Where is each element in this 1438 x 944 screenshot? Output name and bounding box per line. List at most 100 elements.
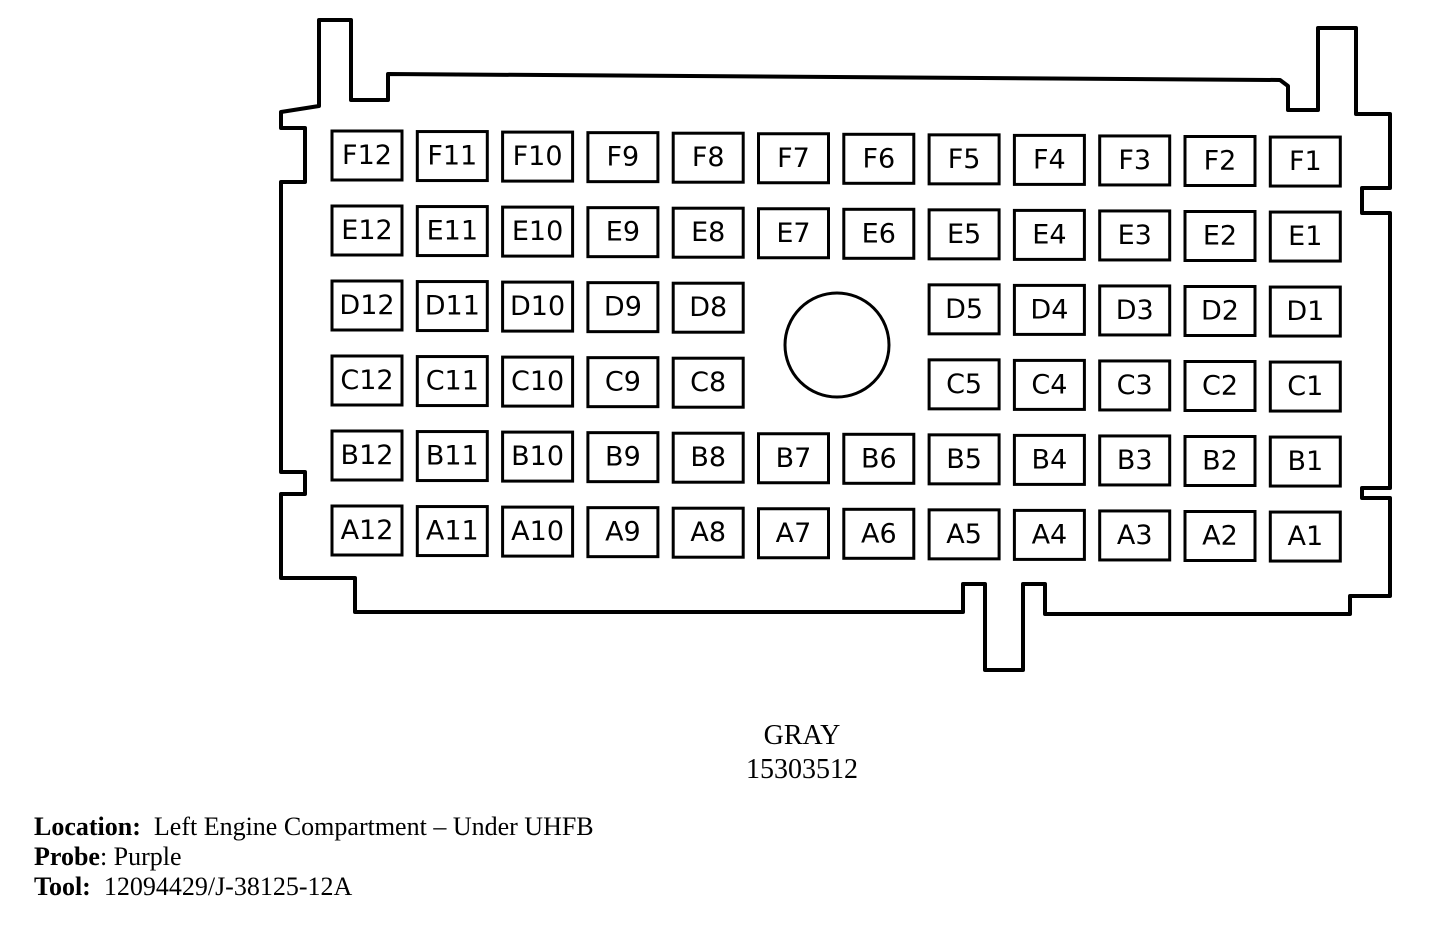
- pin-box: [1012, 208, 1086, 261]
- pin-box: [1183, 135, 1257, 187]
- pin-cavity-b8: B8: [671, 431, 745, 484]
- pin-label: C10: [511, 366, 564, 397]
- pin-cavity-e11: E11: [415, 205, 489, 258]
- pin-cavity-e3: E3: [1098, 209, 1172, 262]
- pin-box: [1183, 360, 1257, 412]
- pin-label: B9: [605, 442, 641, 473]
- pin-label: D12: [339, 290, 394, 321]
- pin-box: [586, 281, 660, 334]
- pin-cavity-b5: B5: [927, 433, 1001, 486]
- pin-label: C11: [426, 366, 479, 397]
- pin-cavity-a9: A9: [586, 506, 660, 559]
- pin-label: E3: [1118, 220, 1152, 251]
- pin-label: E6: [862, 218, 896, 249]
- pin-label: F1: [1289, 146, 1322, 177]
- pin-label: A4: [1032, 519, 1068, 550]
- pin-cavity-f6: F6: [842, 132, 916, 185]
- pin-label: D10: [510, 291, 565, 322]
- pin-label: E1: [1288, 221, 1322, 252]
- pin-cavity-e8: E8: [671, 206, 745, 259]
- pin-label: D2: [1201, 296, 1239, 327]
- pin-label: C9: [605, 367, 641, 398]
- pin-label: B10: [511, 441, 564, 472]
- pin-box: [671, 431, 745, 484]
- pin-box: [586, 506, 660, 559]
- center-hole: [783, 291, 891, 399]
- pin-box: [757, 507, 830, 560]
- pin-label: A7: [776, 518, 812, 549]
- pin-label: E10: [512, 216, 563, 247]
- pin-label: E4: [1032, 219, 1066, 250]
- pin-label: B6: [861, 443, 897, 474]
- pin-label: A12: [341, 515, 394, 546]
- pin-cavity-a12: A12: [330, 504, 404, 557]
- pin-box: [842, 132, 916, 185]
- pin-label: F3: [1118, 145, 1151, 176]
- pin-box: [757, 132, 830, 185]
- pin-cavity-c5: C5: [927, 358, 1001, 411]
- pin-cavity-a8: A8: [671, 506, 745, 559]
- pin-label: F12: [342, 140, 392, 171]
- pin-cavity-d9: D9: [586, 281, 660, 334]
- pin-label: E8: [691, 217, 725, 248]
- pin-cavity-d11: D11: [415, 280, 489, 333]
- pin-cavity-d10: D10: [501, 280, 575, 333]
- pin-cavity-b7: B7: [757, 432, 830, 485]
- pin-box: [1268, 285, 1342, 338]
- pin-label: A10: [511, 516, 564, 547]
- location-value: Left Engine Compartment – Under UHFB: [153, 812, 594, 841]
- pin-box: [415, 130, 489, 183]
- pin-cavity-c10: C10: [501, 355, 575, 408]
- pin-cavity-a5: A5: [927, 508, 1001, 561]
- connector-part-number: 15303512: [746, 754, 858, 785]
- pin-cavity-a6: A6: [842, 507, 916, 560]
- pin-label: D1: [1286, 296, 1324, 327]
- pin-box: [1098, 284, 1172, 337]
- pin-label: F8: [692, 142, 725, 173]
- pin-cavity-d2: D2: [1183, 285, 1257, 337]
- pin-box: [330, 279, 404, 332]
- pin-box: [1268, 510, 1342, 563]
- pin-box: [501, 355, 575, 408]
- pin-box: [586, 431, 660, 484]
- probe-label: Probe: [34, 842, 100, 871]
- pin-cavity-e12: E12: [330, 204, 404, 257]
- pin-cavity-f12: F12: [330, 129, 404, 182]
- pin-cavity-a10: A10: [501, 505, 575, 558]
- pin-box: [1098, 134, 1172, 187]
- pin-label: A2: [1202, 521, 1238, 552]
- pin-box: [1098, 509, 1172, 562]
- pin-box: [330, 204, 404, 257]
- pin-label: E11: [427, 216, 478, 247]
- pin-box: [927, 358, 1001, 411]
- pin-box: [501, 130, 575, 183]
- location-line: Location: Left Engine Compartment – Unde…: [34, 812, 594, 842]
- pin-cavity-c1: C1: [1268, 360, 1342, 413]
- pin-cavity-a2: A2: [1183, 510, 1257, 562]
- pin-label: A5: [946, 519, 982, 550]
- tool-value: 12094429/J-38125-12A: [103, 872, 353, 901]
- pin-box: [501, 505, 575, 558]
- pin-cavity-f10: F10: [501, 130, 575, 183]
- probe-line: Probe: Purple: [34, 842, 182, 872]
- pin-cavity-b4: B4: [1012, 433, 1086, 486]
- pin-box: [586, 356, 660, 409]
- pin-cavity-e6: E6: [842, 207, 916, 260]
- pin-box: [842, 207, 916, 260]
- pin-cavity-c9: C9: [586, 356, 660, 409]
- pin-label: B7: [776, 443, 812, 474]
- pin-cavity-d1: D1: [1268, 285, 1342, 338]
- probe-value: : Purple: [99, 842, 182, 871]
- pin-label: A8: [690, 517, 726, 548]
- pin-cavity-d3: D3: [1098, 284, 1172, 337]
- pin-box: [1183, 285, 1257, 337]
- pin-label: C1: [1287, 371, 1323, 402]
- pin-box: [1268, 435, 1342, 488]
- pin-box: [586, 131, 660, 184]
- pin-label: C4: [1031, 369, 1067, 400]
- pin-box: [501, 280, 575, 333]
- pin-box: [1183, 510, 1257, 562]
- pin-cavity-f3: F3: [1098, 134, 1172, 187]
- pin-box: [586, 206, 660, 259]
